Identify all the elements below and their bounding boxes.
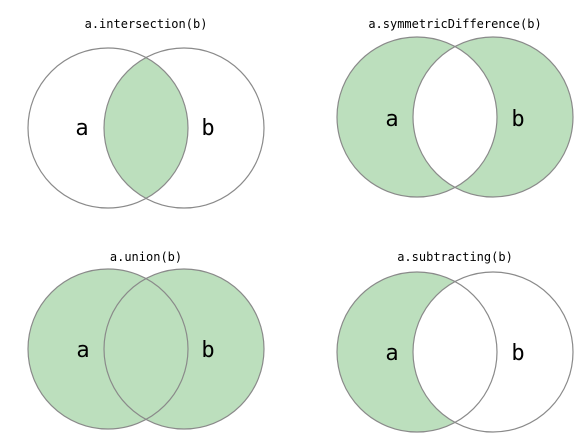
panel-intersection: a.intersection(b) a b: [27, 17, 265, 209]
set-label-b: b: [201, 116, 214, 141]
region-a-only: [337, 37, 455, 197]
circle-a: [27, 268, 189, 430]
circle-a: [27, 47, 189, 209]
set-label-b: b: [201, 338, 214, 363]
circle-a: [336, 271, 498, 433]
set-label-a: a: [385, 107, 398, 132]
circle-b: [103, 47, 265, 209]
region-intersection: [103, 57, 189, 199]
circle-a: [336, 36, 498, 198]
region-a-only: [28, 269, 146, 429]
circle-b: [412, 271, 574, 433]
panel-symmetric-difference: a.symmetricDifference(b) a b: [336, 17, 574, 198]
panel-union: a.union(b) a b: [27, 250, 265, 430]
region-b-only: [146, 269, 264, 430]
set-label-a: a: [75, 116, 88, 141]
region-a-only: [337, 272, 455, 432]
region-intersection: [103, 278, 189, 420]
region-b-only: [455, 37, 573, 198]
panel-title: a.intersection(b): [85, 17, 208, 31]
set-label-b: b: [511, 107, 524, 132]
set-label-b: b: [511, 341, 524, 366]
panel-subtracting: a.subtracting(b) a b: [336, 250, 574, 433]
panel-title: a.subtracting(b): [397, 250, 513, 264]
panel-title: a.symmetricDifference(b): [368, 17, 541, 31]
circle-b: [412, 36, 574, 198]
set-label-a: a: [76, 338, 89, 363]
panel-title: a.union(b): [110, 250, 182, 264]
set-label-a: a: [385, 341, 398, 366]
circle-b: [103, 268, 265, 430]
